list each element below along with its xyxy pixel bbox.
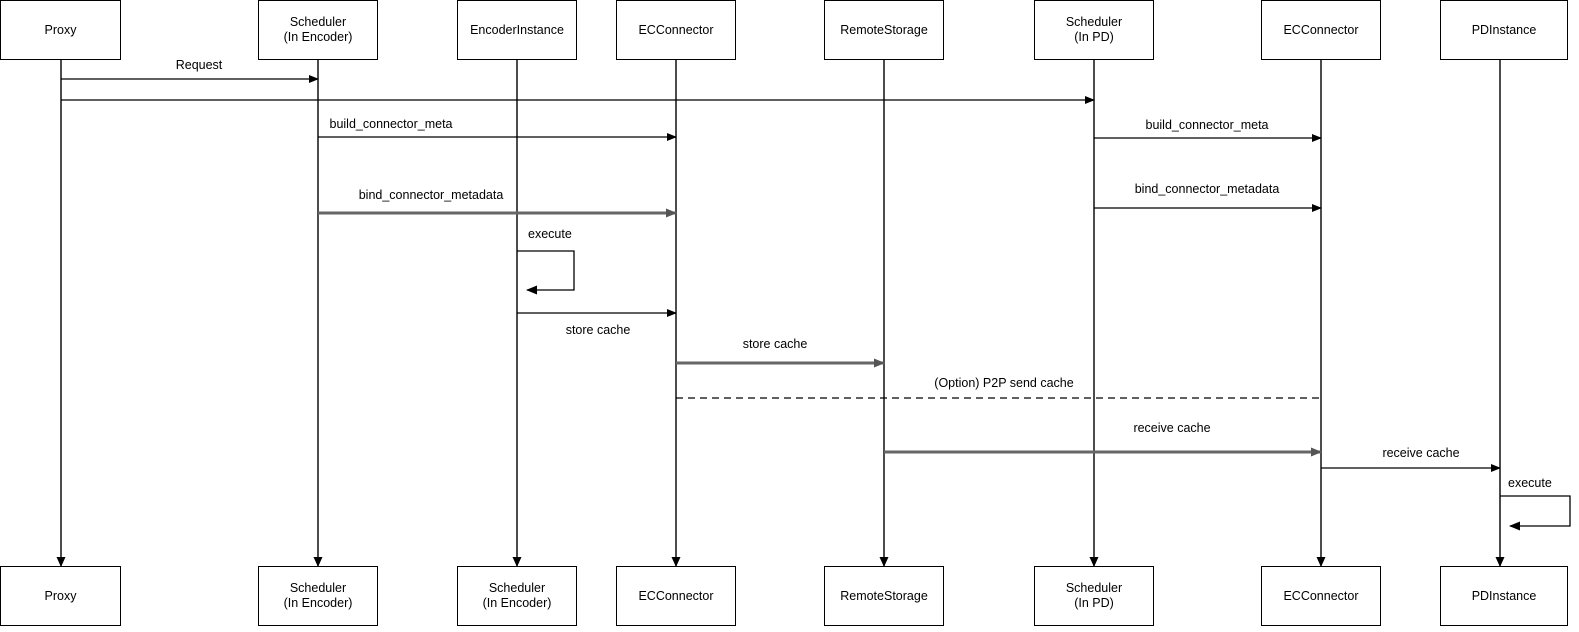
- participant-name-line-1: Scheduler: [289, 15, 347, 29]
- participant-name-line-1: Proxy: [44, 22, 77, 37]
- message-label-m4: build_connector_meta: [1145, 118, 1269, 132]
- participant-box-scheduler-pd[interactable]: Scheduler(In PD): [1034, 0, 1154, 60]
- message-label-m9: (Option) P2P send cache: [934, 376, 1074, 390]
- participant-name-line-1: Scheduler: [488, 581, 546, 595]
- self-messages-group: [517, 250, 1571, 531]
- participant-name-line-2: (In Encoder): [283, 596, 353, 610]
- participant-name-line-1: PDInstance: [1471, 22, 1537, 37]
- participant-box-scheduler-pd-b[interactable]: Scheduler(In PD): [1034, 566, 1154, 626]
- participant-box-ec-connector-1-b[interactable]: ECConnector: [616, 566, 736, 626]
- participant-name-line-1: RemoteStorage: [840, 588, 928, 603]
- message-label-m8: store cache: [742, 337, 808, 351]
- messages-group: [61, 75, 1501, 472]
- participant-name-line-1: EncoderInstance: [470, 22, 564, 37]
- participant-name-line-1: Scheduler: [289, 581, 347, 595]
- self-message-s1: [517, 250, 575, 295]
- participant-box-encoder-instance-b[interactable]: Scheduler(In Encoder): [457, 566, 577, 626]
- message-label-m7: store cache: [565, 323, 631, 337]
- lifelines-group: [56, 60, 1505, 567]
- participant-box-scheduler-encoder-b[interactable]: Scheduler(In Encoder): [258, 566, 378, 626]
- participant-box-pd-instance[interactable]: PDInstance: [1440, 0, 1568, 60]
- participant-box-remote-storage[interactable]: RemoteStorage: [824, 0, 944, 60]
- self-message-label-s1: execute: [528, 227, 572, 241]
- participant-box-encoder-instance[interactable]: EncoderInstance: [457, 0, 577, 60]
- message-label-m6: bind_connector_metadata: [1134, 182, 1280, 196]
- message-label-m10: receive cache: [1133, 421, 1211, 435]
- participant-box-remote-storage-b[interactable]: RemoteStorage: [824, 566, 944, 626]
- participant-box-proxy-b[interactable]: Proxy: [0, 566, 121, 626]
- participant-box-ec-connector-2[interactable]: ECConnector: [1261, 0, 1381, 60]
- participant-box-proxy[interactable]: Proxy: [0, 0, 121, 60]
- participant-name-line-1: ECConnector: [1283, 588, 1359, 603]
- participant-box-ec-connector-1[interactable]: ECConnector: [616, 0, 736, 60]
- participant-name-line-2: (In Encoder): [482, 596, 552, 610]
- self-message-s2: [1500, 495, 1571, 531]
- message-label-m11: receive cache: [1382, 446, 1460, 460]
- participant-name-line-1: ECConnector: [638, 588, 714, 603]
- participant-box-scheduler-encoder[interactable]: Scheduler(In Encoder): [258, 0, 378, 60]
- participant-name-line-1: Proxy: [44, 588, 77, 603]
- participant-name-line-1: Scheduler: [1065, 581, 1123, 595]
- participant-box-pd-instance-b[interactable]: PDInstance: [1440, 566, 1568, 626]
- message-label-m1: Request: [175, 58, 223, 72]
- participant-name-line-1: PDInstance: [1471, 588, 1537, 603]
- participant-box-ec-connector-2-b[interactable]: ECConnector: [1261, 566, 1381, 626]
- message-label-m5: bind_connector_metadata: [358, 188, 504, 202]
- participant-name-line-1: ECConnector: [1283, 22, 1359, 37]
- message-label-m3: build_connector_meta: [329, 117, 453, 131]
- participant-name-line-2: (In Encoder): [283, 30, 353, 44]
- participant-name-line-2: (In PD): [1074, 30, 1114, 44]
- self-message-label-s2: execute: [1508, 476, 1552, 490]
- participant-name-line-1: Scheduler: [1065, 15, 1123, 29]
- participant-name-line-2: (In PD): [1074, 596, 1114, 610]
- participant-name-line-1: RemoteStorage: [840, 22, 928, 37]
- participant-name-line-1: ECConnector: [638, 22, 714, 37]
